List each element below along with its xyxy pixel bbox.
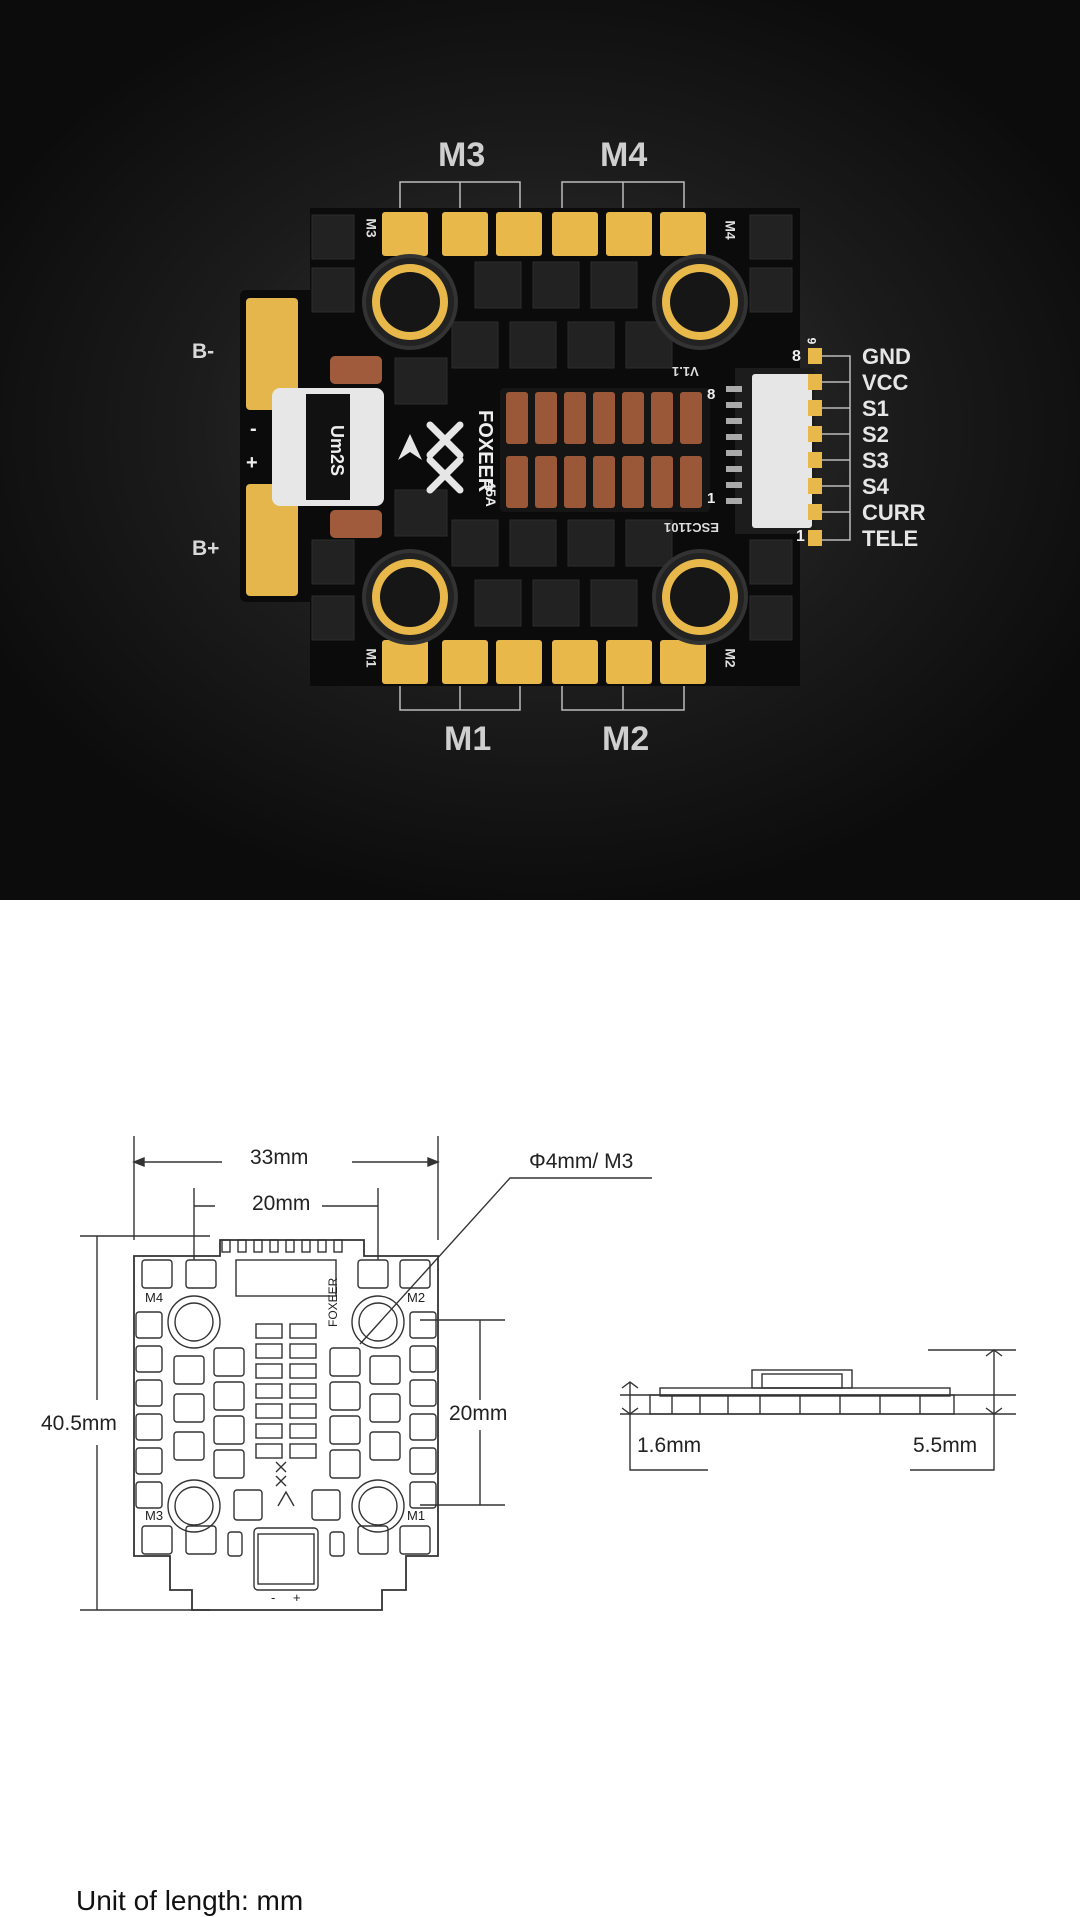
pin-label-tele: TELE	[862, 526, 919, 551]
mounting-holes	[362, 254, 748, 645]
label-battery-negative: B-	[192, 340, 215, 363]
silk-minus: -	[250, 418, 257, 440]
label-battery-positive: B+	[192, 537, 220, 560]
battery-pad-positive	[246, 484, 298, 596]
capacitor-bank	[500, 388, 710, 512]
label-m3: M3	[438, 136, 486, 174]
silk-pin-1-inner: 1	[707, 490, 716, 507]
arrow-icon	[398, 434, 422, 460]
drawing-brand: FOXEER	[326, 1277, 340, 1327]
corner-label-m3: M3	[145, 1508, 164, 1523]
esc-board-render	[240, 181, 851, 711]
capacitor	[330, 510, 382, 538]
silk-pin-1-outer: 1	[796, 528, 805, 545]
dim-hole: Φ4mm/ M3	[526, 1150, 637, 1174]
dim-pcb-thickness: 1.6mm	[634, 1434, 705, 1458]
dim-total-height: 5.5mm	[910, 1434, 981, 1458]
technical-drawing	[80, 1136, 1016, 1611]
label-m1: M1	[444, 720, 492, 758]
corner-label-m1: M1	[407, 1508, 426, 1523]
silk-m3: M3	[363, 218, 380, 238]
unit-of-length-label: Unit of length: mm	[76, 1885, 304, 1916]
capacitor	[330, 356, 382, 384]
label-m2: M2	[602, 720, 650, 758]
motor-pads-bottom	[382, 640, 706, 684]
dim-mount-x: 20mm	[249, 1192, 314, 1216]
battery-pad-negative	[246, 298, 298, 410]
signal-connector	[726, 348, 822, 546]
silk-model: ESC1101	[664, 520, 719, 535]
silk-brand: FOXEER	[474, 410, 496, 493]
foxeer-logo-icon	[426, 421, 464, 494]
pin-label-s3: S3	[862, 448, 889, 473]
dimension-drawing: Unit of length: mm 33mm 20mm Φ4mm/ M3 40…	[0, 900, 1080, 1916]
pinout-leaders	[822, 355, 851, 541]
dim-mount-y: 20mm	[446, 1402, 511, 1426]
pin-label-curr: CURR	[862, 500, 926, 525]
pin-label-s1: S1	[862, 396, 889, 421]
dim-width: 33mm	[247, 1146, 312, 1170]
drawing-plus: +	[293, 1590, 301, 1605]
silk-m2: M2	[722, 648, 739, 668]
label-m4: M4	[600, 136, 648, 174]
drawing-minus: -	[271, 1590, 276, 1605]
silk-version: V1.1	[672, 364, 699, 379]
silk-m1: M1	[363, 648, 380, 668]
silk-pin-8-inner: 8	[707, 386, 716, 403]
pin-label-gnd: GND	[862, 344, 911, 369]
silk-plus: +	[246, 452, 258, 474]
motor-pads-top	[382, 212, 706, 256]
dim-height: 40.5mm	[38, 1412, 120, 1436]
corner-label-m2: M2	[407, 1290, 426, 1305]
pin-label-vcc: VCC	[862, 370, 909, 395]
silk-pin-9: 9	[804, 337, 819, 345]
silk-m4: M4	[722, 220, 739, 240]
pin-label-s2: S2	[862, 422, 889, 447]
silk-rating: 45A	[482, 481, 499, 507]
pin-label-s4: S4	[862, 474, 889, 499]
silk-inductor: Um2S	[327, 424, 348, 477]
product-photo: M3 M4 M1 M2 FOXEER 45A ESC1101 V1.1 8 1 …	[0, 0, 1080, 900]
silk-pin-8-outer: 8	[792, 348, 801, 365]
corner-label-m4: M4	[145, 1290, 164, 1305]
